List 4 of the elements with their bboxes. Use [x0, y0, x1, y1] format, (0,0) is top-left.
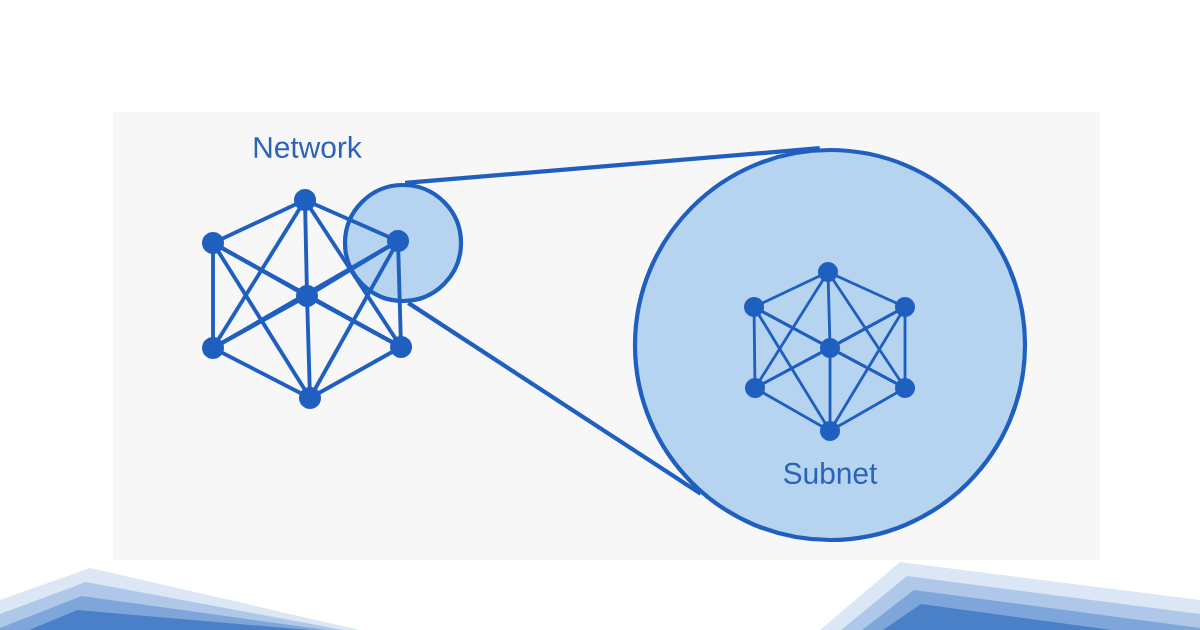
zoom-line: [404, 146, 820, 186]
zoom-circle: [342, 182, 464, 304]
zoom-line: [407, 301, 702, 496]
network-label: Network: [254, 136, 362, 158]
